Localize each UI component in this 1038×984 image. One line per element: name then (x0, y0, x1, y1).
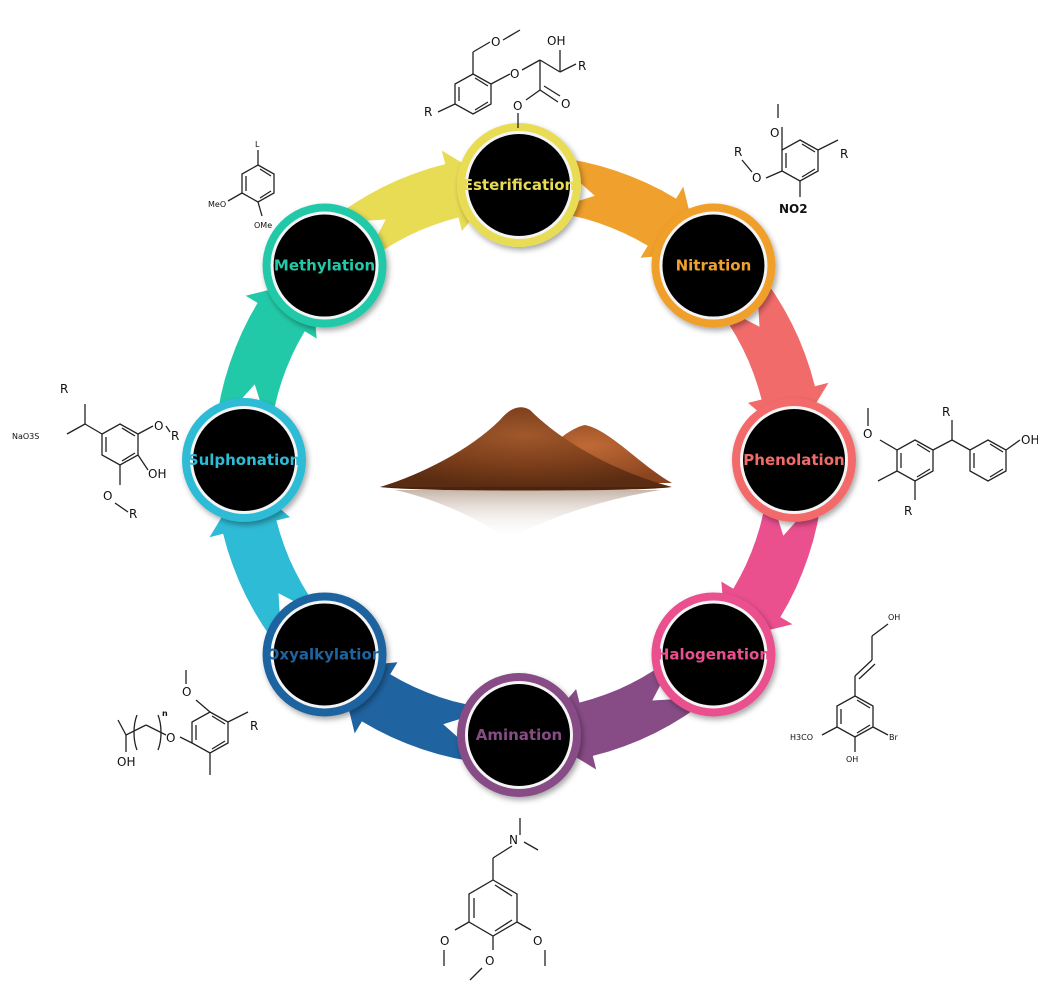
node-methylation: Methylation (262, 203, 387, 328)
node-core (468, 134, 570, 236)
cycle-ring (209, 150, 829, 770)
halogenation-oh1: OH (888, 613, 900, 622)
esterification-o-ether: O (510, 67, 519, 81)
ring-segment (327, 150, 500, 266)
methylation-l: L (255, 140, 260, 149)
oxyalkylation-oh: OH (117, 755, 135, 769)
node-phenolation: Phenolation (732, 398, 856, 522)
node-nitration: Nitration (651, 203, 776, 328)
amination-o1: O (440, 934, 449, 948)
node-label: Phenolation (743, 451, 844, 469)
nitration-no2: NO2 (779, 202, 808, 216)
ring-segment (215, 279, 317, 434)
node-label: Nitration (676, 257, 752, 275)
halogenation-structure: OH Br OH H3CO (790, 613, 900, 764)
node-core (743, 409, 845, 511)
sulphonation-oh: OH (148, 467, 166, 481)
reaction-nodes: EsterificationNitrationPhenolationHaloge… (182, 123, 856, 797)
esterification-oh: OH (547, 34, 565, 48)
sulphonation-o1: O (154, 419, 163, 433)
phenolation-o: O (863, 427, 872, 441)
node-sulphonation: Sulphonation (182, 398, 306, 522)
nitration-o-ether: O (752, 171, 761, 185)
node-core (468, 684, 570, 786)
esterification-o-methoxy: O (491, 35, 500, 49)
sulphonation-r2: R (171, 429, 179, 443)
oxyalkylation-n: n (162, 709, 168, 718)
phenolation-oh: OH (1021, 433, 1038, 447)
node-core (273, 603, 376, 706)
nitration-r1: R (734, 145, 742, 159)
node-core (193, 409, 295, 511)
node-label: Esterification (463, 176, 576, 194)
node-label: Halogenation (657, 645, 770, 663)
ring-segment (538, 654, 711, 770)
node-core (662, 603, 765, 706)
sulphonation-naos: NaO3S (12, 432, 39, 441)
sulphonation-o2: O (103, 489, 112, 503)
nitration-r2: R (840, 147, 848, 161)
ring-segment (209, 479, 325, 652)
phenolation-r1: R (904, 504, 912, 518)
methylation-structure: L MeO OMe (208, 140, 275, 230)
halogenation-h3co: H3CO (790, 733, 813, 742)
ring-segment (338, 662, 493, 764)
node-core (273, 214, 376, 317)
ring-segment (713, 268, 829, 441)
node-label: Oxyalkylation (267, 645, 383, 663)
node-halogenation: Halogenation (651, 592, 776, 717)
lignin-powder-image (380, 407, 672, 540)
phenolation-structure: O R R OH (863, 405, 1038, 518)
node-label: Sulphonation (188, 451, 300, 469)
amination-o2: O (485, 954, 494, 968)
halogenation-br: Br (889, 733, 898, 742)
esterification-o-ester: O (513, 99, 522, 113)
oxyalkylation-structure: R O O OH n (117, 670, 258, 775)
amination-structure: N O O O (440, 818, 546, 981)
node-amination: Amination (457, 673, 581, 797)
node-label: Amination (476, 726, 562, 744)
sulphonation-r1: R (60, 382, 68, 396)
ring-segment (545, 156, 700, 258)
node-esterification: Esterification (457, 123, 581, 247)
nitration-o-methoxy: O (770, 126, 779, 140)
oxyalkylation-o: O (166, 731, 175, 745)
esterification-structure: R O O OH R O O (424, 29, 586, 128)
phenolation-r2: R (942, 405, 950, 419)
node-core (662, 214, 765, 317)
esterification-r2: R (578, 59, 586, 73)
node-label: Methylation (274, 257, 375, 275)
sulphonation-structure: NaO3S R O R OH O R (12, 382, 179, 521)
oxyalkylation-r: R (250, 719, 258, 733)
amination-n: N (509, 833, 518, 847)
nitration-structure: R O O R NO2 (734, 104, 848, 216)
sulphonation-r3: R (129, 507, 137, 521)
esterification-r1: R (424, 105, 432, 119)
oxyalkylation-o-methoxy: O (182, 685, 191, 699)
node-oxyalkylation: Oxyalkylation (262, 592, 387, 717)
esterification-o-carbonyl: O (561, 97, 570, 111)
methylation-meo: MeO (208, 200, 226, 209)
amination-o3: O (533, 934, 542, 948)
methylation-ome: OMe (254, 221, 272, 230)
halogenation-oh2: OH (846, 755, 858, 764)
ring-segment (721, 486, 823, 641)
